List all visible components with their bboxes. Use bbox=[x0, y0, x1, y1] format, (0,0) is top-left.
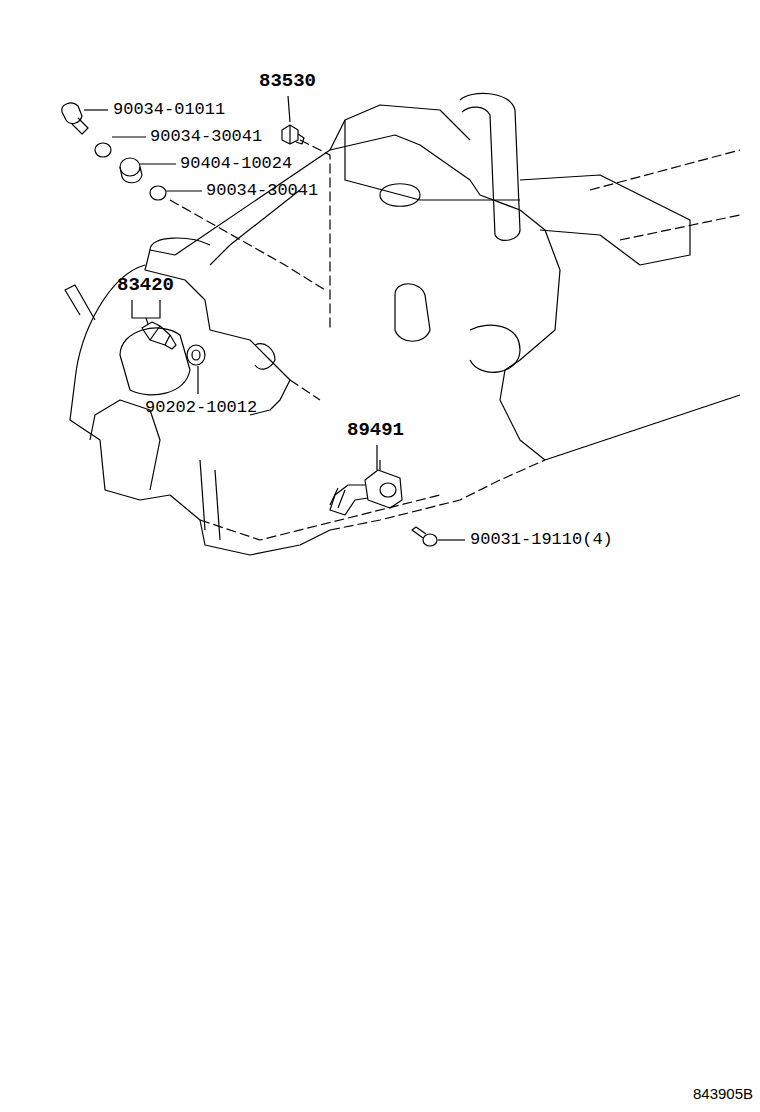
part-number: 90034-30041 bbox=[206, 182, 318, 199]
part-number: 90404-10024 bbox=[180, 155, 292, 172]
part-number: 90031-19110(4) bbox=[470, 531, 613, 548]
callout-number: 83530 bbox=[259, 72, 316, 91]
callout-number: 89491 bbox=[347, 421, 404, 440]
callout-number: 83420 bbox=[117, 276, 174, 295]
part-number: 90034-30041 bbox=[150, 128, 262, 145]
drawing-number: 843905B bbox=[693, 1086, 753, 1101]
part-number: 90034-01011 bbox=[113, 101, 225, 118]
part-number: 90202-10012 bbox=[145, 399, 257, 416]
